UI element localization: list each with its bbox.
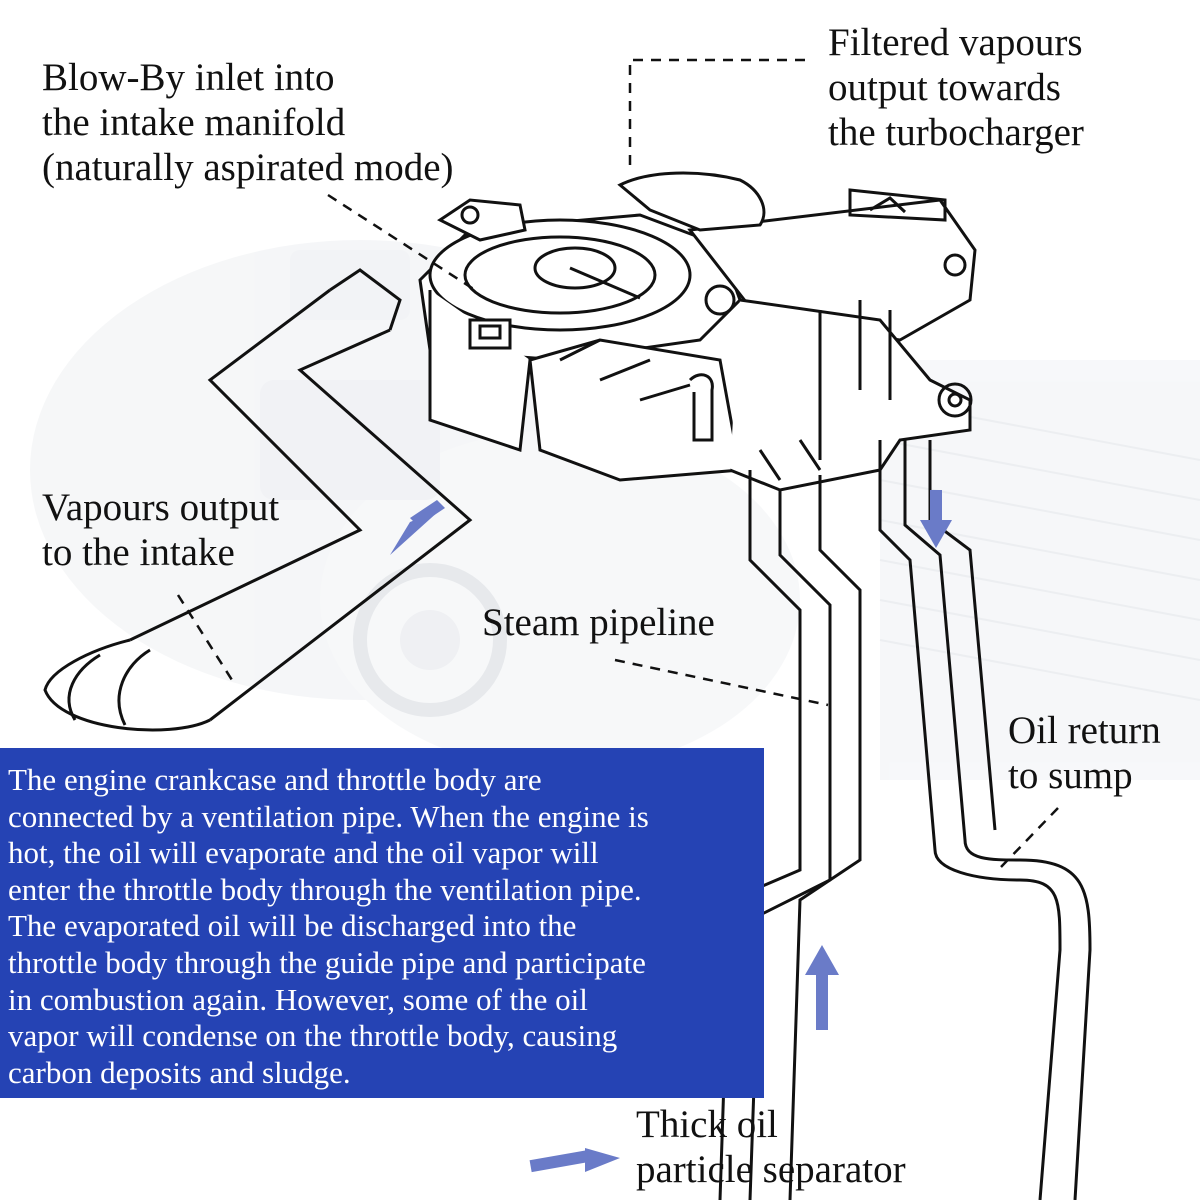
oil-return-line-1: Oil return (1008, 709, 1161, 752)
oil-return-label: Oil return to sump (1008, 708, 1161, 798)
separator-body (418, 171, 977, 492)
arrow-intake (390, 510, 440, 555)
filtered-line-3: the turbocharger (828, 111, 1084, 154)
arrow-steam-up (805, 945, 839, 975)
flow-arrows (390, 490, 952, 1173)
info-line: enter the throttle body through the vent… (8, 871, 642, 907)
intake-hose (43, 268, 473, 732)
steam-pipeline-label: Steam pipeline (482, 600, 715, 645)
info-line: The engine crankcase and throttle body a… (8, 762, 542, 797)
info-line: carbon deposits and sludge. (8, 1054, 351, 1090)
info-line: vapor will condense on the throttle body… (8, 1018, 618, 1054)
blowby-line-1: Blow-By inlet into (42, 56, 335, 99)
leader-lines (176, 58, 1059, 869)
oil-return-line-2: to sump (1008, 754, 1133, 797)
info-line: The evaporated oil will be discharged in… (8, 908, 577, 944)
arrow-oil-return-tail (930, 490, 942, 522)
thick-oil-line-2: particle separator (636, 1148, 906, 1191)
filtered-vapours-label: Filtered vapours output towards the turb… (828, 20, 1084, 155)
info-line: connected by a ventilation pipe. When th… (8, 798, 649, 834)
blowby-label: Blow-By inlet into the intake manifold (… (42, 55, 454, 190)
thick-oil-label: Thick oil particle separator (636, 1102, 906, 1192)
info-line: in combustion again. However, some of th… (8, 981, 588, 1017)
arrow-steam-up-tail (816, 975, 828, 1030)
arrow-separator-tail (529, 1150, 589, 1173)
blowby-line-2: the intake manifold (42, 101, 346, 144)
vapours-intake-label: Vapours output to the intake (42, 485, 279, 575)
info-box: The engine crankcase and throttle body a… (0, 748, 764, 1098)
arrow-intake-tail (410, 500, 445, 526)
vapours-line-2: to the intake (42, 531, 235, 574)
arrow-separator (585, 1148, 620, 1172)
info-text: The engine crankcase and throttle body a… (8, 762, 756, 1091)
thick-oil-line-1: Thick oil (636, 1103, 778, 1146)
info-line: hot, the oil will evaporate and the oil … (8, 835, 599, 871)
info-line: throttle body through the guide pipe and… (8, 944, 646, 980)
filtered-line-2: output towards (828, 66, 1061, 109)
steam-line-1: Steam pipeline (482, 601, 715, 644)
vapours-line-1: Vapours output (42, 486, 280, 529)
arrow-oil-return (920, 520, 952, 548)
blowby-line-3: (naturally aspirated mode) (42, 146, 454, 189)
filtered-line-1: Filtered vapours (828, 21, 1083, 64)
